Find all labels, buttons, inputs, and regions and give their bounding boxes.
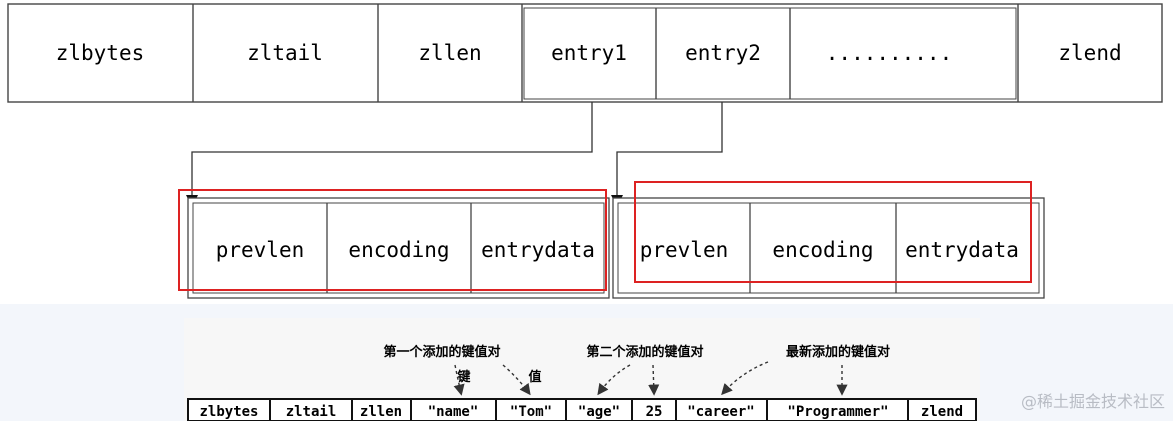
- arrow-second-value: [648, 364, 660, 396]
- annotation-value: 值: [528, 369, 541, 385]
- highlight-entry-2: [634, 181, 1032, 283]
- example-cell-zlbytes: zlbytes: [199, 404, 258, 420]
- example-cell-25: 25: [646, 404, 663, 420]
- entry-inner-border: [523, 7, 1017, 100]
- highlight-entry-1: [178, 189, 607, 291]
- example-cell-programmer: "Programmer": [787, 404, 888, 420]
- top-row: zlbytes zltail zllen entry1 entry2 .....…: [7, 3, 1163, 103]
- example-cell-career: "career": [687, 404, 754, 420]
- example-cell-zlend: zlend: [921, 404, 963, 420]
- entry-group-1-inner: [192, 202, 605, 294]
- entry2-entrydata: entrydata: [905, 238, 1019, 262]
- example-cell-tom: "Tom": [510, 404, 552, 420]
- connectors: [191, 102, 723, 198]
- example-cell-zllen: zllen: [360, 404, 402, 420]
- example-row: zlbytes zltail zllen "name" "Tom" "age" …: [187, 398, 977, 421]
- annotation-key: 键: [456, 369, 470, 385]
- entry-group-1-border: [187, 197, 610, 299]
- arrow-first-key: [453, 364, 465, 396]
- example-annotations: 第一个添加的键值对 第二个添加的键值对 最新添加的键值对 键 值: [383, 344, 890, 396]
- top-cell-entry2: entry2: [685, 41, 761, 65]
- annotation-latest-pair: 最新添加的键值对: [786, 344, 890, 360]
- annotation-first-pair: 第一个添加的键值对: [383, 344, 500, 360]
- arrow-latest-key: [721, 361, 769, 396]
- entry2-prevlen: prevlen: [640, 238, 729, 262]
- entry-group-1: prevlen encoding entrydata: [187, 197, 610, 299]
- arrow-first-value: [502, 364, 531, 396]
- entry1-encoding: encoding: [348, 238, 449, 262]
- example-cell-name: "name": [428, 404, 479, 420]
- top-cell-zlbytes: zlbytes: [56, 41, 145, 65]
- top-cell-zllen: zllen: [418, 41, 481, 65]
- top-cell-entry1: entry1: [551, 41, 627, 65]
- example-cell-age: "age": [578, 404, 620, 420]
- entry1-entrydata: entrydata: [481, 238, 595, 262]
- top-cell-zlend: zlend: [1058, 41, 1121, 65]
- watermark: @稀土掘金技术社区: [1020, 392, 1165, 411]
- entry-group-2-inner: [617, 202, 1040, 294]
- top-cell-ellipsis: ..........: [826, 41, 952, 65]
- top-cell-zltail: zltail: [247, 41, 323, 65]
- entry2-encoding: encoding: [772, 238, 873, 262]
- entry2-connector: [616, 102, 723, 198]
- example-row-border: [187, 398, 977, 421]
- entry1-connector: [191, 102, 593, 198]
- arrow-second-key: [597, 364, 631, 396]
- annotation-second-pair: 第二个添加的键值对: [586, 344, 703, 360]
- example-cell-zltail: zltail: [286, 404, 337, 420]
- entry1-prevlen: prevlen: [216, 238, 305, 262]
- top-row-border: [7, 3, 1163, 103]
